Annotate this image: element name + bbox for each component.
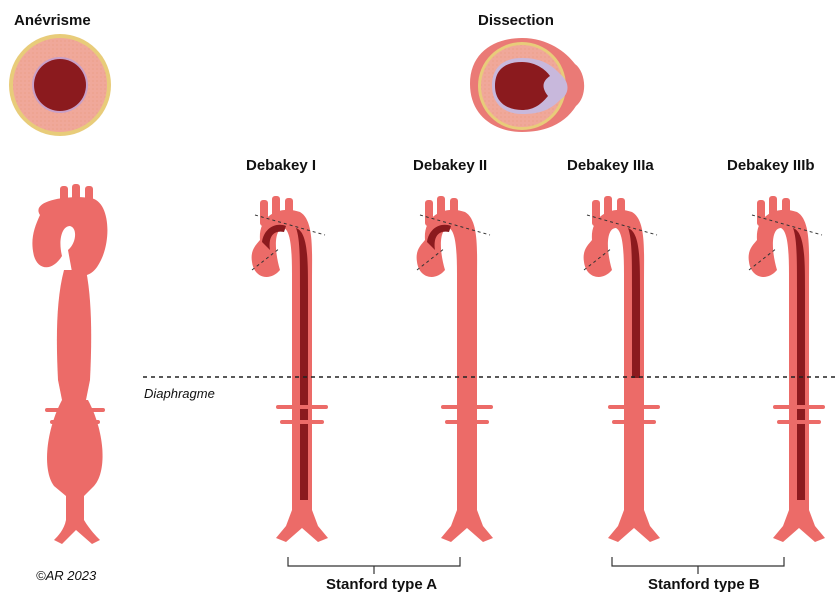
- aorta-debakey-3b: [749, 196, 825, 542]
- label-debakey-3a: Debakey IIIa: [567, 157, 654, 174]
- stanford-b-bracket: [612, 557, 784, 574]
- aorta-debakey-2: [417, 196, 493, 542]
- stanford-a-bracket: [288, 557, 460, 574]
- dissection-cross-section: [470, 38, 584, 132]
- copyright-text: ©AR 2023: [36, 568, 96, 583]
- title-dissection: Dissection: [478, 12, 554, 29]
- aorta-debakey-3a: [584, 196, 660, 542]
- title-aneurysm: Anévrisme: [14, 12, 91, 29]
- label-stanford-a: Stanford type A: [326, 576, 437, 593]
- aorta-debakey-1: [252, 196, 328, 542]
- diaphragm-label: Diaphragme: [144, 386, 215, 401]
- label-stanford-b: Stanford type B: [648, 576, 760, 593]
- aneurysm-cross-section: [9, 34, 111, 136]
- label-debakey-1: Debakey I: [246, 157, 316, 174]
- label-debakey-2: Debakey II: [413, 157, 487, 174]
- aneurysm-aorta: [32, 184, 107, 544]
- label-debakey-3b: Debakey IIIb: [727, 157, 815, 174]
